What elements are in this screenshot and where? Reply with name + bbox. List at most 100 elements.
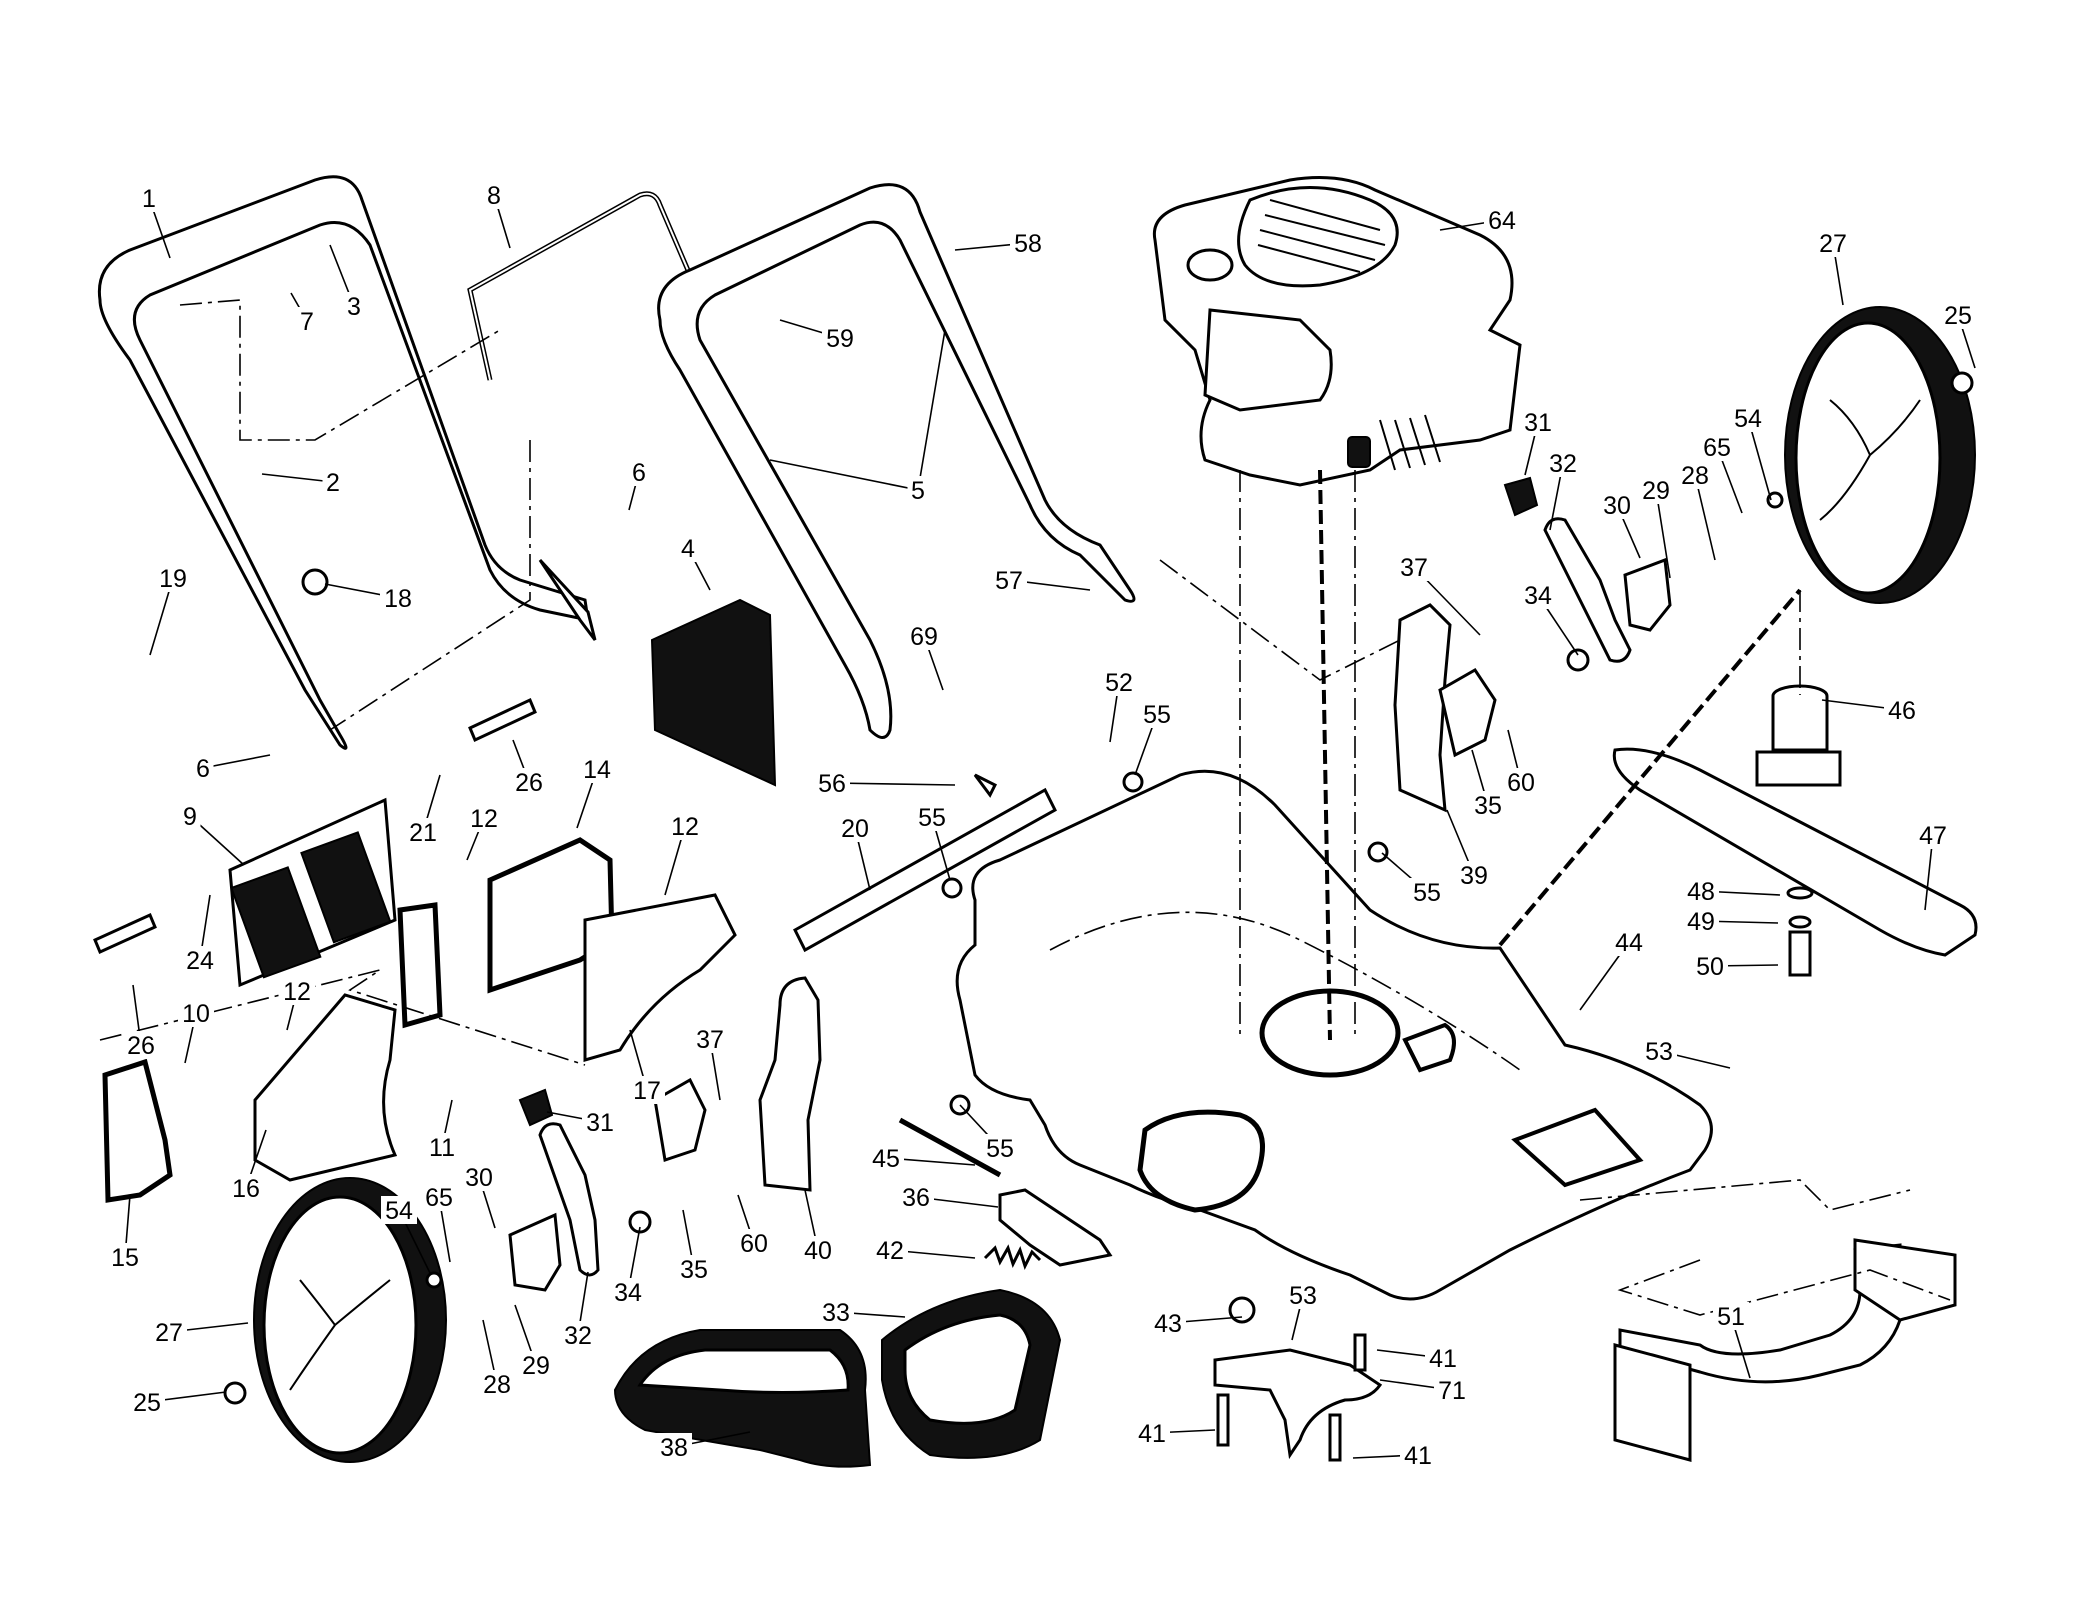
callout-c8: 8: [487, 182, 501, 210]
callout-bg-c6a: [628, 458, 650, 486]
callout-c69: 69: [910, 623, 938, 651]
height-plate-40: [653, 976, 822, 1192]
callout-bg-c29b: [518, 1351, 554, 1379]
callout-bg-c12c: [279, 977, 315, 1005]
callout-c60b: 60: [740, 1230, 768, 1258]
callout-c27a: 27: [1819, 230, 1847, 258]
callout-c12a: 12: [470, 805, 498, 833]
callout-c45: 45: [872, 1145, 900, 1173]
callout-c15: 15: [111, 1244, 139, 1272]
callout-c30a: 30: [1603, 492, 1631, 520]
rear-bracket-51: [1613, 1238, 1957, 1462]
callout-bg-c21: [405, 818, 441, 846]
callout-bg-c16: [228, 1174, 264, 1202]
lever-32-right: [1503, 476, 1632, 663]
callout-bg-c28a: [1677, 461, 1713, 489]
callout-c25a: 25: [1944, 302, 1972, 330]
leader-line-c5b: [917, 329, 946, 491]
callout-bg-c8: [483, 181, 505, 209]
callout-c19: 19: [159, 565, 187, 593]
callout-c37a: 37: [1400, 554, 1428, 582]
callout-c41c: 41: [1404, 1442, 1432, 1470]
callout-bg-c30a: [1599, 491, 1635, 519]
callout-bg-c53b: [1285, 1281, 1321, 1309]
bail-wire: [467, 191, 693, 381]
callout-bg-c34b: [610, 1278, 646, 1306]
callout-c55d: 55: [986, 1135, 1014, 1163]
callout-c64: 64: [1488, 207, 1516, 235]
callout-bg-c55b: [914, 803, 950, 831]
callout-bg-c4: [677, 534, 699, 562]
callout-bg-c39: [1456, 861, 1492, 889]
callout-c58: 58: [1014, 230, 1042, 258]
callout-c29b: 29: [522, 1352, 550, 1380]
callout-bg-c43: [1150, 1309, 1186, 1337]
callout-c7: 7: [300, 308, 314, 336]
callout-c5b: 5: [911, 477, 925, 505]
callout-c6a: 6: [632, 459, 646, 487]
callout-c30b: 30: [465, 1164, 493, 1192]
callout-c36: 36: [902, 1184, 930, 1212]
callout-bg-c52: [1101, 668, 1137, 696]
callout-bg-c31b: [582, 1108, 618, 1136]
callout-c55b: 55: [918, 804, 946, 832]
callout-c42: 42: [876, 1237, 904, 1265]
callout-bg-c14: [579, 755, 615, 783]
callout-bg-c32b: [560, 1321, 596, 1349]
callout-c60a: 60: [1507, 769, 1535, 797]
callout-c71: 71: [1438, 1377, 1466, 1405]
callout-c18: 18: [384, 585, 412, 613]
callout-c47: 47: [1919, 822, 1947, 850]
rod-20: [793, 787, 1057, 953]
side-plate-15: [102, 1058, 173, 1203]
callout-c44: 44: [1615, 929, 1643, 957]
leader-line-c28a: [1694, 474, 1716, 561]
callout-c33: 33: [822, 1299, 850, 1327]
lower-handle-left: [538, 558, 597, 641]
callout-c3: 3: [347, 293, 361, 321]
callout-c16: 16: [232, 1175, 260, 1203]
callout-c54b: 54: [385, 1197, 413, 1225]
callout-c55c: 55: [1413, 879, 1441, 907]
leader-line-c56: [831, 782, 956, 786]
callout-bg-c69: [906, 622, 942, 650]
callout-c26a: 26: [515, 769, 543, 797]
callout-c10: 10: [182, 1000, 210, 1028]
callout-bg-c35a: [1470, 791, 1506, 819]
callout-bg-c29a: [1638, 476, 1674, 504]
callout-bg-c48: [1683, 877, 1719, 905]
callout-c28b: 28: [483, 1371, 511, 1399]
callout-bg-c41c: [1400, 1441, 1436, 1469]
blade-adapter: [1755, 684, 1842, 787]
bracket-36: [998, 1188, 1113, 1267]
callout-c53a: 53: [1645, 1038, 1673, 1066]
callout-c26b: 26: [127, 1032, 155, 1060]
callout-c32b: 32: [564, 1322, 592, 1350]
callout-c9: 9: [183, 803, 197, 831]
callout-bg-c55a: [1139, 700, 1175, 728]
callout-bg-c46: [1884, 696, 1920, 724]
engine: [1152, 176, 1522, 487]
rod-45: [898, 1117, 1002, 1178]
callout-bg-c54a: [1730, 404, 1766, 432]
callout-c2: 2: [326, 469, 340, 497]
callout-bg-c47: [1915, 821, 1951, 849]
callout-c38: 38: [660, 1434, 688, 1462]
callout-bg-c32a: [1545, 449, 1581, 477]
callout-bg-c34a: [1520, 581, 1556, 609]
callout-bg-c18: [380, 584, 416, 612]
callout-c12c: 12: [283, 978, 311, 1006]
callout-bg-c25b: [129, 1388, 165, 1416]
callout-bg-c71: [1434, 1376, 1470, 1404]
callout-c54a: 54: [1734, 405, 1762, 433]
callout-c41a: 41: [1429, 1345, 1457, 1373]
callout-bg-c27b: [151, 1318, 187, 1346]
callout-bg-c9: [179, 802, 201, 830]
callout-bg-c64: [1484, 206, 1520, 234]
callout-bg-c3: [343, 292, 365, 320]
callout-c39: 39: [1460, 862, 1488, 890]
lever-32-left: [518, 1088, 600, 1277]
callout-c46: 46: [1888, 697, 1916, 725]
assembly-lines: [99, 299, 1951, 1316]
callout-c6b: 6: [196, 755, 210, 783]
